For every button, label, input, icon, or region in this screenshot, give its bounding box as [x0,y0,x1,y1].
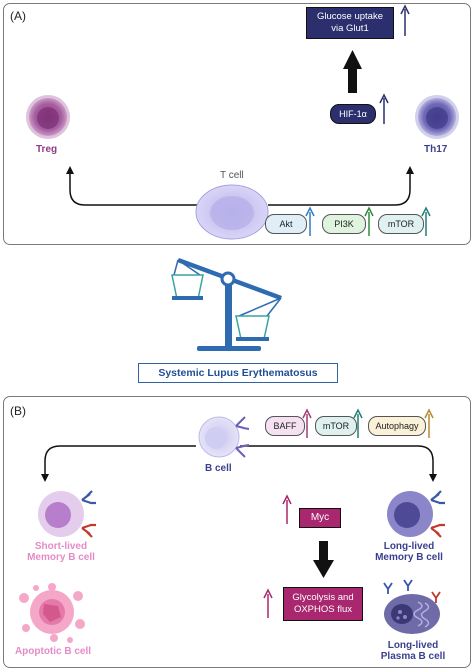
long-lived-memory-line1: Long-lived [383,541,435,552]
long-lived-plasma-line1: Long-lived [387,640,439,651]
long-lived-memory-b-cell [387,490,445,538]
glucose-label-line2: via Glut1 [331,23,369,34]
arrow-to-long-lived [240,445,437,482]
sle-title-box: Systemic Lupus Erythematosus [138,363,338,383]
autophagy-up-arrow [424,408,434,438]
apoptotic-b-cell [19,583,85,643]
baff-up-arrow [302,408,312,438]
treg-cell [26,95,70,139]
t-cell-label: T cell [220,170,244,181]
t-cell [195,184,269,240]
long-lived-plasma-line2: Plasma B cell [380,651,446,662]
mtor-b-pill: mTOR [315,416,357,436]
balance-scale-icon [171,258,282,351]
myc-box: Myc [299,508,341,528]
long-lived-plasma-b-cell [383,579,441,634]
mtor-b-up-arrow [353,408,363,438]
myc-to-glycolysis-arrow [313,541,334,578]
pi3k-pill: PI3K [322,214,366,234]
short-lived-memory-b-cell [38,490,96,538]
th17-label: Th17 [424,144,448,155]
panel-a-label: (A) [10,9,26,23]
short-lived-label: Short-lived Memory B cell [14,541,108,563]
glycolysis-line1: Glycolysis and [292,592,354,603]
glucose-up-arrow [400,4,410,36]
treg-label: Treg [36,144,58,155]
arrow-to-short-lived [41,445,196,482]
mtor-up-arrow [421,206,431,236]
hif-1a-pill: HIF-1α [330,104,376,124]
glucose-uptake-box: Glucose uptake via Glut1 [306,7,394,39]
b-cell-label: B cell [205,463,232,474]
long-lived-memory-label: Long-lived Memory B cell [364,541,454,563]
hif-to-glucose-arrow [343,50,362,93]
panel-b: (B) [3,396,471,668]
short-lived-line2: Memory B cell [27,552,95,563]
myc-up-arrow [282,494,292,524]
arrow-to-th17 [268,166,414,206]
hif-up-arrow [379,93,389,124]
autophagy-pill: Autophagy [368,416,426,436]
glucose-label-line1: Glucose uptake [316,11,383,22]
apoptotic-b-cell-label: Apoptotic B cell [14,646,92,657]
th17-cell [415,95,459,139]
glycolysis-line2: OXPHOS flux [293,604,353,615]
glycolysis-oxphos-box: Glycolysis and OXPHOS flux [283,587,363,621]
panel-b-label: (B) [10,404,26,418]
pi3k-up-arrow [364,206,374,236]
akt-pill: Akt [265,214,307,234]
akt-up-arrow [305,206,315,236]
baff-pill: BAFF [265,416,305,436]
glycolysis-up-arrow [263,588,273,618]
long-lived-memory-line2: Memory B cell [375,552,443,563]
arrow-to-treg [66,166,200,206]
mtor-pill: mTOR [378,214,424,234]
short-lived-line1: Short-lived [34,541,88,552]
b-cell [198,416,250,458]
long-lived-plasma-label: Long-lived Plasma B cell [370,640,456,662]
